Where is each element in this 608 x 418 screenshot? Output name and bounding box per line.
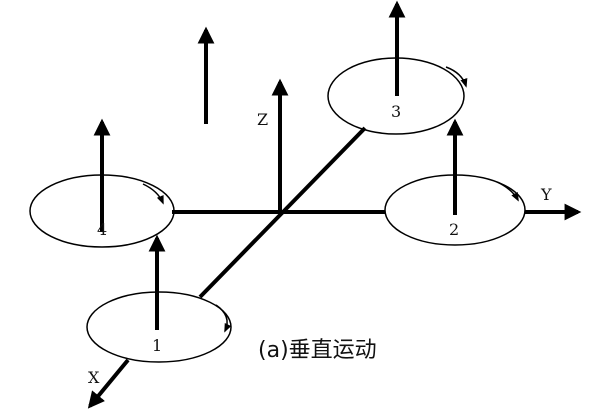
rotation-arrow-icon: [142, 183, 164, 205]
axis-label-x: X: [88, 368, 100, 387]
rotation-arrow-icon: [445, 66, 468, 88]
rotor-label-4: 4: [97, 220, 107, 239]
axes: [87, 78, 582, 409]
thrust-arrows: [93, 0, 464, 330]
diagram-caption: (a)垂直运动: [258, 338, 377, 363]
rotation-arrow-icon: [215, 304, 232, 333]
x-axis: [87, 358, 130, 409]
axis-label-z: Z: [257, 110, 268, 129]
axis-label-y: Y: [540, 185, 552, 204]
rotation-arrow-icon: [496, 181, 519, 202]
rotor-label-2: 2: [449, 220, 459, 239]
rotor-label-3: 3: [391, 102, 401, 121]
rotor-label-1: 1: [152, 336, 162, 355]
